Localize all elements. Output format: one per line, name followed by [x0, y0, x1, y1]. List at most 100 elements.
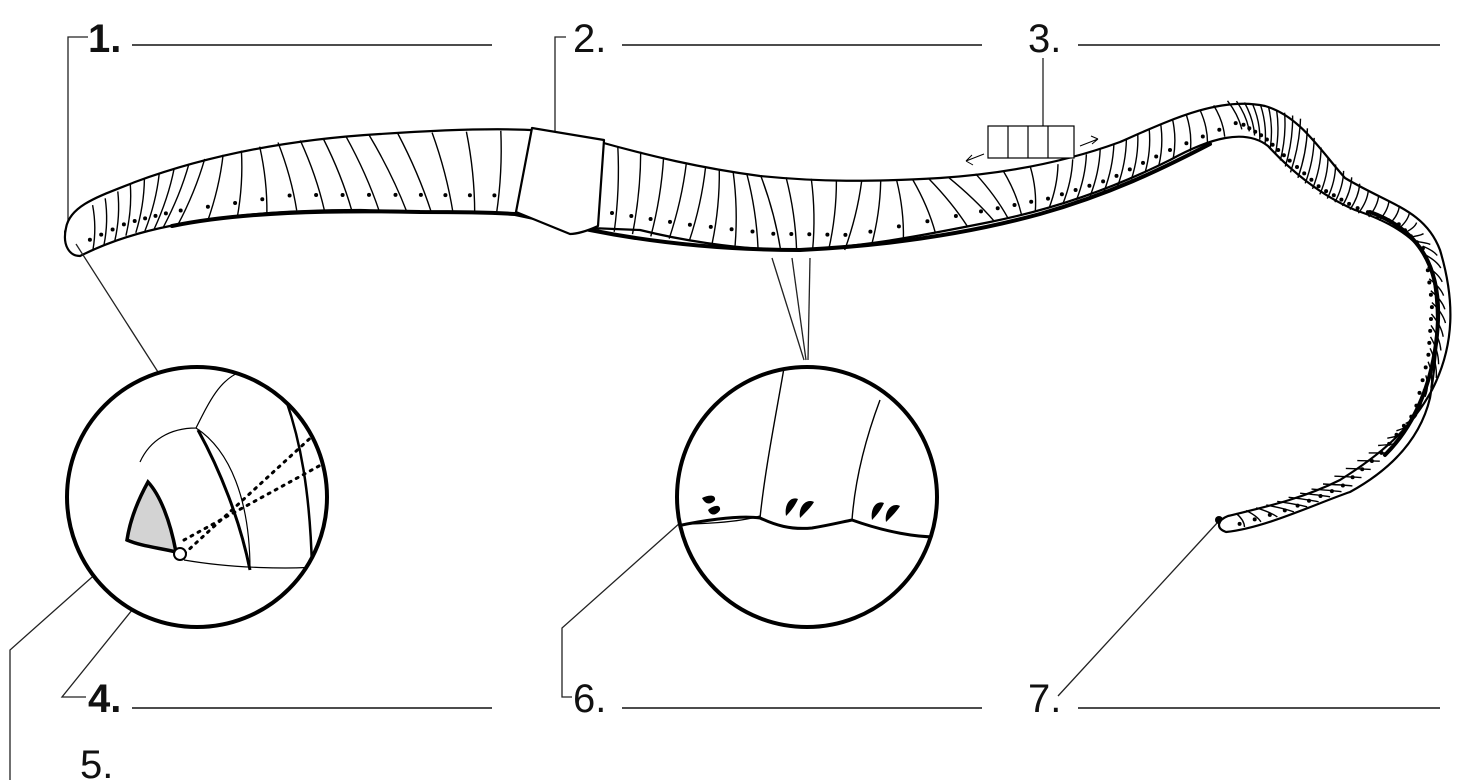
- seta-dot: [288, 194, 292, 198]
- seta-dot: [1217, 128, 1221, 132]
- head-closeup: [67, 367, 330, 627]
- seta-dot: [1428, 329, 1432, 333]
- seta-dot: [649, 217, 653, 221]
- seta-dot: [419, 193, 423, 197]
- seta-dot: [1387, 218, 1391, 222]
- label-6-number: 6.: [573, 677, 606, 721]
- label-4: 4.: [88, 677, 492, 721]
- zoom-line-head: [76, 244, 158, 372]
- seta-dot: [1184, 141, 1188, 145]
- seta-dot: [341, 193, 345, 197]
- seta-dot: [179, 209, 183, 213]
- seta-dot: [825, 233, 829, 237]
- seta-dot: [868, 230, 872, 234]
- seta-dot: [1046, 197, 1050, 201]
- leader-line-6: [562, 514, 690, 697]
- seta-dot: [1247, 126, 1251, 130]
- seta-dot: [1332, 193, 1336, 197]
- seta-dot: [1402, 424, 1406, 428]
- seta-dot: [1339, 198, 1343, 202]
- seta-dot: [925, 219, 929, 223]
- seta-dot: [1201, 135, 1205, 139]
- seta-dot: [1430, 305, 1434, 309]
- seta-dot: [99, 233, 103, 237]
- seta-dot: [1421, 246, 1425, 250]
- seta-dot: [1424, 256, 1428, 260]
- setae-closeup-circle: [677, 367, 937, 627]
- seta-dot: [133, 219, 137, 223]
- seta-dot: [954, 214, 958, 218]
- seta-dot: [468, 193, 472, 197]
- label-2-number: 2.: [573, 17, 606, 61]
- seta-dot: [1154, 155, 1158, 159]
- seta-dot: [1324, 189, 1328, 193]
- seta-dot: [1271, 143, 1275, 147]
- seta-dot: [492, 193, 496, 197]
- seta-dot: [629, 214, 633, 218]
- seta-dot: [709, 225, 713, 229]
- seta-dot: [233, 201, 237, 205]
- seta-dot: [1397, 222, 1401, 226]
- seta-dot: [1376, 214, 1380, 218]
- seta-dot: [1296, 504, 1300, 508]
- seta-dot: [1282, 153, 1286, 157]
- label-3: 3.: [1028, 17, 1440, 61]
- seta-dot: [1242, 123, 1246, 127]
- seta-dot: [1351, 475, 1355, 479]
- seta-dot: [771, 232, 775, 236]
- seta-dot: [164, 211, 168, 215]
- zoom-line-mid-c: [808, 258, 810, 360]
- seta-dot: [1060, 192, 1064, 196]
- label-1-number: 1.: [88, 17, 121, 61]
- seta-dot: [1418, 391, 1422, 395]
- seta-dot: [206, 205, 210, 209]
- seta-dot: [1426, 353, 1430, 357]
- setae-closeup: [660, 367, 950, 627]
- seta-dot: [1409, 415, 1413, 419]
- seta-dot: [1395, 433, 1399, 437]
- seta-dot: [1238, 522, 1242, 526]
- seta-dot: [111, 228, 115, 232]
- seta-dot: [1309, 178, 1313, 182]
- seta-dot: [1356, 206, 1360, 210]
- seta-dot: [807, 232, 811, 236]
- seta-dot: [1387, 442, 1391, 446]
- label-1: 1.: [88, 17, 492, 61]
- segment-ring: [1357, 461, 1380, 462]
- seta-dot: [1101, 179, 1105, 183]
- seta-dot: [1283, 508, 1287, 512]
- seta-dot: [88, 238, 92, 242]
- seta-dot: [688, 223, 692, 227]
- seta-dot: [1087, 184, 1091, 188]
- label-5-number: 5.: [80, 743, 113, 780]
- seta-dot: [1288, 159, 1292, 163]
- seta-dot: [1234, 121, 1238, 125]
- seta-dot: [1366, 210, 1370, 214]
- seta-dot: [367, 193, 371, 197]
- seta-dot: [1265, 138, 1269, 142]
- seta-dot: [1380, 451, 1384, 455]
- seta-dot: [1276, 148, 1280, 152]
- seta-dot: [1414, 404, 1418, 408]
- seta-dot: [789, 232, 793, 236]
- label-4-number: 4.: [88, 677, 121, 721]
- seta-dot: [668, 220, 672, 224]
- seta-dot: [1307, 499, 1311, 503]
- seta-dot: [1409, 234, 1413, 238]
- label-6: 6.: [573, 677, 982, 721]
- label-3-number: 3.: [1028, 17, 1061, 61]
- seta-dot: [1427, 281, 1431, 285]
- seta-dot: [154, 214, 158, 218]
- seta-dot: [1360, 467, 1364, 471]
- seta-dot: [1403, 228, 1407, 232]
- label-2: 2.: [573, 17, 982, 61]
- seta-dot: [1427, 341, 1431, 345]
- seta-dot: [1253, 130, 1257, 134]
- seta-dot: [1421, 378, 1425, 382]
- label-7-number: 7.: [1028, 677, 1061, 721]
- seta-dot: [1074, 188, 1078, 192]
- seta-dot: [143, 216, 147, 220]
- seta-dot: [1424, 365, 1428, 369]
- seta-dot: [394, 193, 398, 197]
